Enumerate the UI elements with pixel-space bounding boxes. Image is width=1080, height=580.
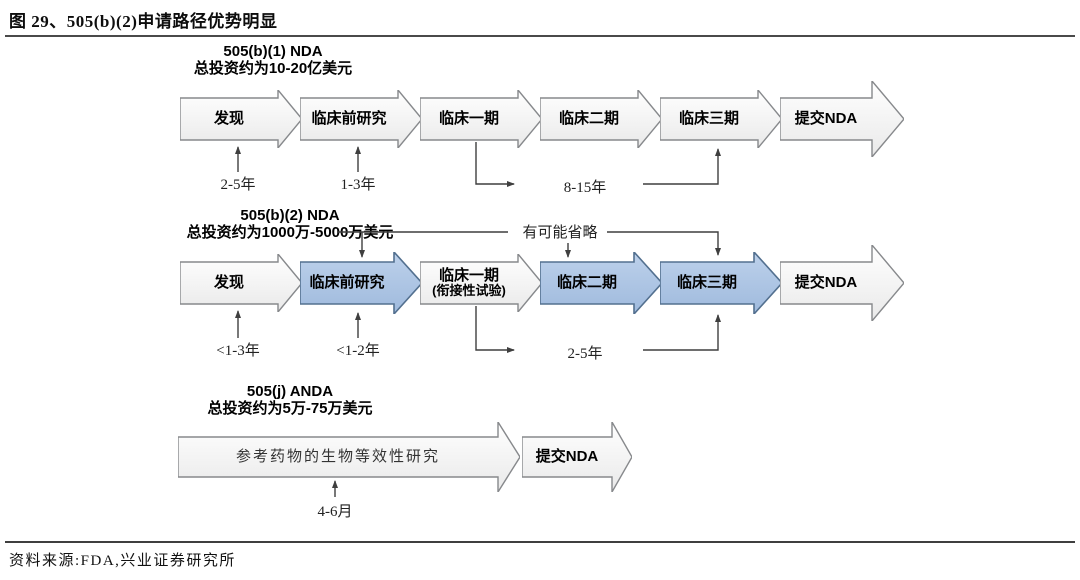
duration-preclinical-2: <1-2年 <box>336 343 380 359</box>
figure-title: 图 29、505(b)(2)申请路径优势明显 <box>9 12 278 31</box>
stage-label: 参考药物的生物等效性研究 <box>235 448 440 465</box>
stage-label: 临床二期 <box>556 273 617 291</box>
pathway-505b1-name: 505(b)(1) NDA <box>223 43 323 60</box>
footer-rule <box>5 541 1075 543</box>
stage-arrow-phase2-2: 临床二期 <box>540 252 662 314</box>
pathway-505b2-investment: 总投资约为1000万-5000万美元 <box>186 224 394 241</box>
stage-arrow-bioequivalence-3: 参考药物的生物等效性研究 <box>178 422 520 492</box>
stage-arrow-discovery-1: 发现 <box>180 90 302 148</box>
stage-label: 临床一期 (衔接性试验) <box>420 254 518 312</box>
pathway-505b1-header: 505(b)(1) NDA 总投资约为10-20亿美元 <box>123 43 423 77</box>
stage-arrow-preclinical-1: 临床前研究 <box>300 90 422 148</box>
stage-arrow-phase3-1: 临床三期 <box>660 90 782 148</box>
stage-arrow-submit-nda-2: 提交NDA <box>780 245 904 321</box>
stage-arrow-submit-nda-1: 提交NDA <box>780 81 904 157</box>
stage-label: 临床三期 <box>676 273 737 291</box>
pathway-505j-investment: 总投资约为5万-75万美元 <box>207 400 373 417</box>
pathway-505b1-investment: 总投资约为10-20亿美元 <box>193 60 353 77</box>
stage-arrow-phase2-1: 临床二期 <box>540 90 662 148</box>
pathway-505j-name: 505(j) ANDA <box>246 383 334 400</box>
stage-label: 临床前研究 <box>309 273 385 291</box>
duration-discovery-1: 2-5年 <box>220 177 256 193</box>
stage-label-main: 临床一期 <box>438 266 499 284</box>
stage-label: 提交NDA <box>794 273 858 291</box>
stage-arrow-submit-nda-3: 提交NDA <box>522 422 632 492</box>
duration-discovery-2: <1-3年 <box>216 343 260 359</box>
stage-label: 临床三期 <box>678 109 739 127</box>
stage-arrow-discovery-2: 发现 <box>180 254 302 312</box>
stage-arrow-phase1-bridging-2: 临床一期 (衔接性试验) <box>420 254 542 312</box>
stage-label: 发现 <box>213 273 244 291</box>
pathway-505b2-name: 505(b)(2) NDA <box>240 207 340 224</box>
stage-label: 发现 <box>213 109 244 127</box>
pathway-505j-header: 505(j) ANDA 总投资约为5万-75万美元 <box>140 383 440 417</box>
duration-clinical-1: 8-15年 <box>563 180 607 196</box>
note-may-be-omitted: 有可能省略 <box>522 225 598 241</box>
stage-arrow-preclinical-2: 临床前研究 <box>300 252 422 314</box>
stage-label: 临床二期 <box>558 109 619 127</box>
stage-arrow-phase1-1: 临床一期 <box>420 90 542 148</box>
stage-label: 提交NDA <box>535 447 599 465</box>
source-note: 资料来源:FDA,兴业证券研究所 <box>9 553 236 569</box>
stage-arrow-phase3-2: 临床三期 <box>660 252 782 314</box>
stage-label: 临床前研究 <box>311 109 387 127</box>
stage-label-sub: (衔接性试验) <box>432 283 506 299</box>
duration-bioequivalence-3: 4-6月 <box>317 504 353 520</box>
duration-clinical-2: 2-5年 <box>567 346 603 362</box>
pathway-505b2-header: 505(b)(2) NDA 总投资约为1000万-5000万美元 <box>140 207 440 241</box>
title-rule <box>5 35 1075 37</box>
duration-preclinical-1: 1-3年 <box>340 177 376 193</box>
stage-label: 临床一期 <box>438 109 499 127</box>
stage-label: 提交NDA <box>794 109 858 127</box>
